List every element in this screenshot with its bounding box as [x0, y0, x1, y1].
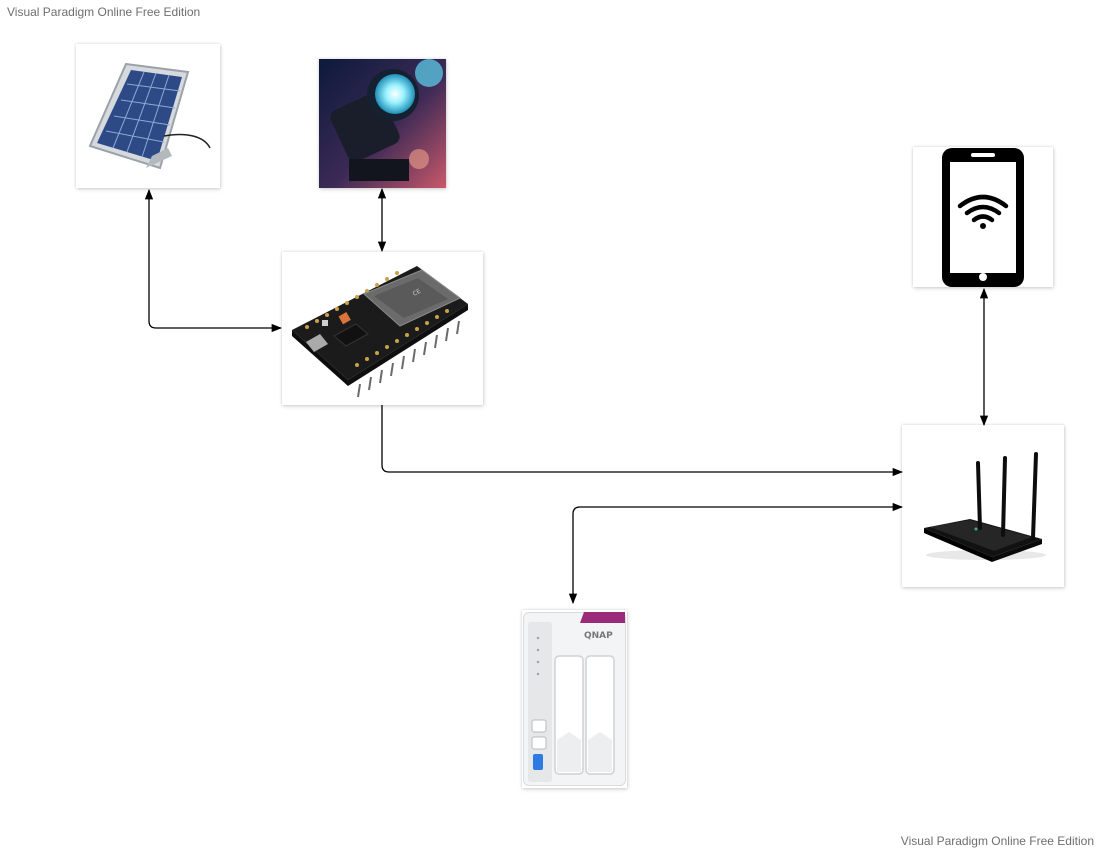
router-icon: [924, 452, 1046, 562]
solar-panel-icon: [88, 62, 211, 170]
spotlight-node[interactable]: [319, 59, 446, 188]
esp32-board-icon: CE: [292, 266, 468, 398]
connector-router-nas[interactable]: [568, 502, 904, 605]
connector-esp32-router[interactable]: [381, 405, 904, 477]
watermark-bottom: Visual Paradigm Online Free Edition: [900, 834, 1094, 848]
smartphone-node[interactable]: [913, 147, 1053, 287]
nas-brand-label: QNAP: [584, 631, 613, 641]
watermark-top: Visual Paradigm Online Free Edition: [7, 5, 201, 19]
nas-storage-node[interactable]: QNAP: [522, 610, 627, 788]
spotlight-icon: [319, 59, 446, 188]
svg-text:CE: CE: [412, 288, 423, 298]
esp32-board-node[interactable]: CE: [282, 252, 483, 405]
connector-esp32-solar[interactable]: [144, 188, 283, 333]
wifi-router-node[interactable]: [902, 425, 1064, 587]
smartphone-wifi-icon: [942, 148, 1024, 287]
nas-icon: QNAP: [523, 612, 626, 786]
solar-panel-node[interactable]: [76, 44, 220, 188]
